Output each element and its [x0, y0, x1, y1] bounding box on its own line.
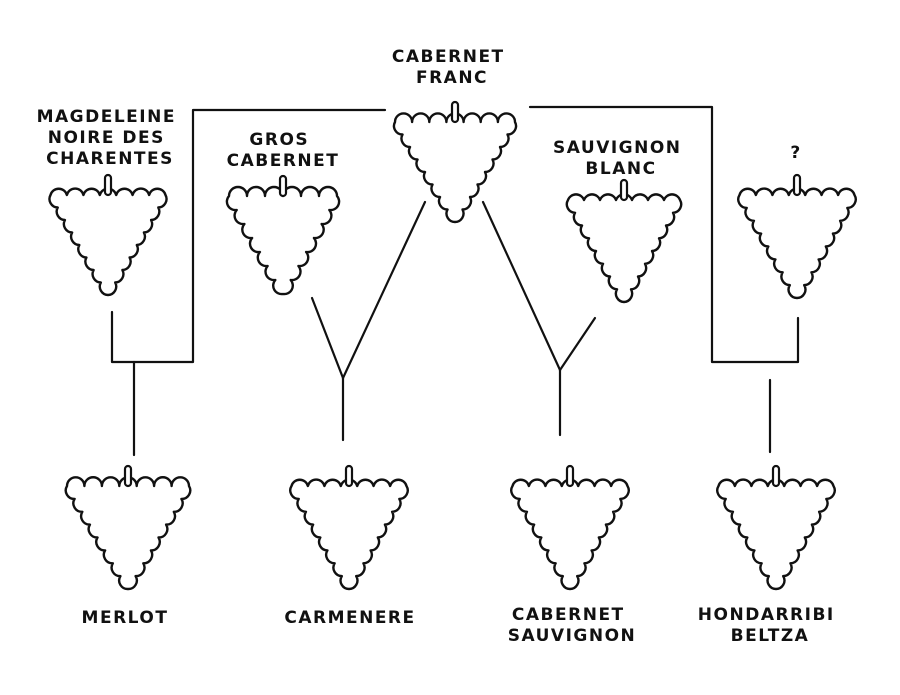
connector-gros-cabernet-to-carmenere	[310, 296, 345, 380]
labels: MAGDELEINE NOIRE DES CHARENTES GROS CABE…	[37, 47, 842, 646]
label-hondarribi-beltza: HONDARRIBI BELTZA	[698, 605, 842, 646]
label-line: BELTZA	[731, 626, 810, 646]
grape-bunch	[392, 112, 518, 224]
label-gros-cabernet: GROS CABERNET	[227, 130, 340, 171]
connector-cabernet-franc-to-hondarribi	[528, 105, 800, 364]
grape-icon-merlot	[64, 464, 192, 591]
label-line: CARMENERE	[284, 608, 415, 628]
label-line: NOIRE DES	[48, 128, 165, 148]
grape-stem	[792, 173, 802, 197]
connector-cabernet-franc-to-cabernet-sauvignon	[481, 200, 562, 372]
label-cabernet-franc: CABERNET FRANC	[392, 47, 512, 88]
label-unknown: ?	[790, 143, 801, 163]
grape-stem	[450, 100, 460, 124]
grape-stem	[103, 173, 113, 197]
grape-icon-gros-cabernet	[225, 174, 341, 296]
grape-stem	[619, 178, 629, 202]
grape-icon-unknown	[737, 173, 857, 300]
label-line: SAUVIGNON	[553, 138, 682, 158]
grape-bunch	[64, 476, 192, 591]
label-line: CABERNET	[392, 47, 505, 67]
label-line: ?	[790, 143, 801, 163]
label-line: CHARENTES	[46, 149, 174, 169]
label-line: GROS	[249, 130, 309, 150]
label-carmenere: CARMENERE	[284, 608, 415, 628]
connector-sauvignon-blanc-to-cabernet-sauvignon	[558, 316, 597, 372]
label-line: BLANC	[585, 159, 656, 179]
grape-bunch	[510, 478, 630, 591]
grape-bunch	[289, 478, 409, 591]
connector-magdeleine-to-merlot	[110, 108, 387, 364]
grape-icon-cabernet-sauvignon	[510, 464, 630, 591]
label-line: MAGDELEINE	[37, 107, 176, 127]
grape-icon-carmenere	[289, 464, 409, 591]
label-line: MERLOT	[82, 608, 169, 628]
grape-bunches	[48, 100, 857, 591]
connectors	[110, 105, 800, 457]
grape-stem	[565, 464, 575, 488]
label-line: FRANC	[416, 68, 488, 88]
label-magdeleine: MAGDELEINE NOIRE DES CHARENTES	[37, 107, 184, 169]
grape-icon-magdeleine	[48, 173, 168, 297]
grape-bunch	[225, 185, 341, 296]
label-line: CABERNET	[512, 605, 625, 625]
grape-stem	[278, 174, 288, 198]
grape-bunch	[565, 193, 683, 304]
label-cabernet-sauvignon: CABERNET SAUVIGNON	[508, 605, 637, 646]
label-sauvignon-blanc: SAUVIGNON BLANC	[553, 138, 689, 179]
grape-stem	[123, 464, 133, 488]
grape-icon-hondarribi-beltza	[716, 464, 836, 591]
grape-icon-cabernet-franc	[392, 100, 518, 224]
connector-cabernet-franc-to-carmenere	[341, 200, 427, 380]
label-line: SAUVIGNON	[508, 626, 637, 646]
grape-bunch	[716, 478, 836, 591]
grape-stem	[771, 464, 781, 488]
label-merlot: MERLOT	[82, 608, 169, 628]
grape-bunch	[48, 187, 168, 297]
label-line: CABERNET	[227, 151, 340, 171]
grape-bunch	[737, 187, 857, 300]
grape-stem	[344, 464, 354, 488]
grape-icon-sauvignon-blanc	[565, 178, 683, 304]
label-line: HONDARRIBI	[698, 605, 835, 625]
